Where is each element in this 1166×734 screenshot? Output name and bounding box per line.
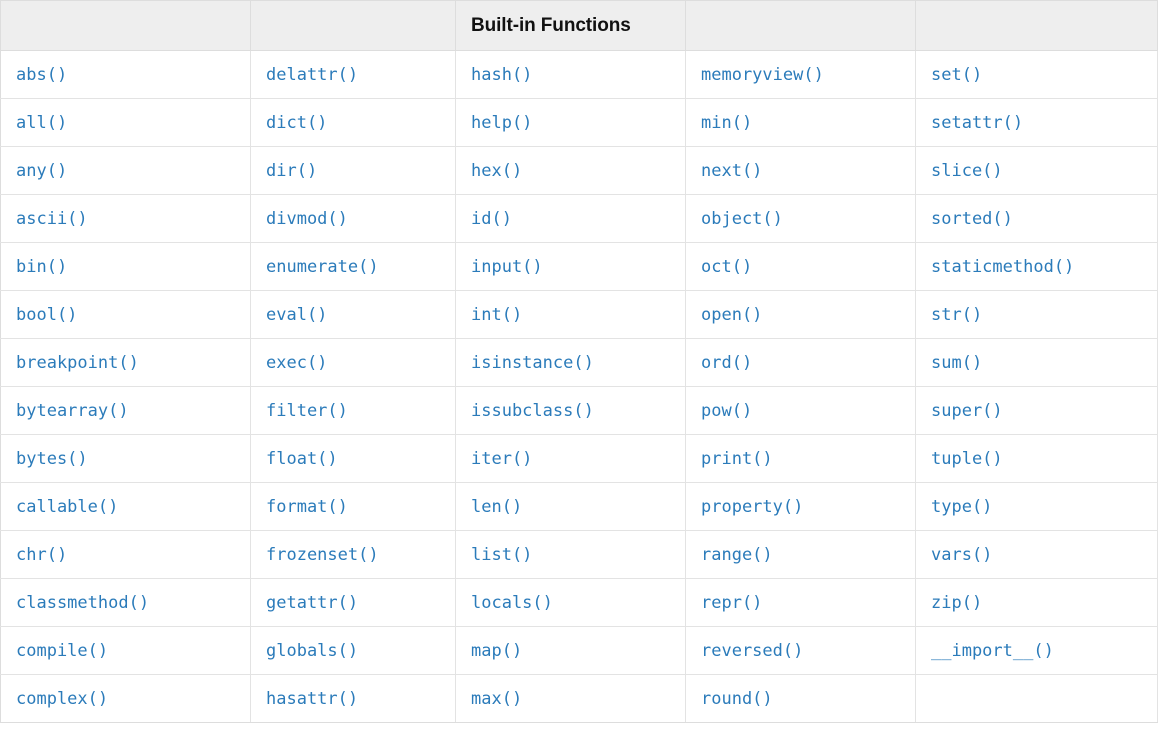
function-name-cell[interactable]: type()	[915, 482, 1158, 531]
function-name-cell[interactable]: iter()	[455, 434, 686, 483]
function-name-cell[interactable]: help()	[455, 98, 686, 147]
function-name-cell[interactable]: breakpoint()	[0, 338, 251, 387]
function-name-cell[interactable]: dict()	[250, 98, 456, 147]
function-name-cell[interactable]: list()	[455, 530, 686, 579]
function-name-cell[interactable]: frozenset()	[250, 530, 456, 579]
header-cell-empty-0	[0, 0, 251, 51]
function-name-cell[interactable]: hex()	[455, 146, 686, 195]
function-name-cell[interactable]: oct()	[685, 242, 916, 291]
function-name-cell[interactable]: print()	[685, 434, 916, 483]
function-name-cell[interactable]: ord()	[685, 338, 916, 387]
table-title: Built-in Functions	[455, 0, 686, 51]
function-name-cell[interactable]: next()	[685, 146, 916, 195]
function-name-cell[interactable]: float()	[250, 434, 456, 483]
header-cell-empty-4	[915, 0, 1158, 51]
table-row: callable()format()len()property()type()	[0, 482, 1158, 531]
table-header: Built-in Functions	[0, 0, 1158, 51]
function-name-cell[interactable]: eval()	[250, 290, 456, 339]
function-name-cell[interactable]: setattr()	[915, 98, 1158, 147]
function-name-cell[interactable]: delattr()	[250, 50, 456, 99]
table-row: classmethod()getattr()locals()repr()zip(…	[0, 578, 1158, 627]
function-name-cell[interactable]: sorted()	[915, 194, 1158, 243]
function-name-cell[interactable]: open()	[685, 290, 916, 339]
function-name-cell[interactable]: complex()	[0, 674, 251, 723]
function-name-cell[interactable]: bin()	[0, 242, 251, 291]
function-name-cell[interactable]: str()	[915, 290, 1158, 339]
function-name-cell[interactable]: pow()	[685, 386, 916, 435]
function-name-cell[interactable]: enumerate()	[250, 242, 456, 291]
function-name-cell[interactable]: all()	[0, 98, 251, 147]
function-name-cell[interactable]: globals()	[250, 626, 456, 675]
function-name-cell[interactable]: any()	[0, 146, 251, 195]
function-name-cell[interactable]: bytearray()	[0, 386, 251, 435]
builtin-functions-table-container: Built-in Functions abs()delattr()hash()m…	[0, 0, 1158, 723]
table-row: bytes()float()iter()print()tuple()	[0, 434, 1158, 483]
function-name-cell[interactable]: bytes()	[0, 434, 251, 483]
function-name-cell[interactable]: compile()	[0, 626, 251, 675]
function-name-cell[interactable]: locals()	[455, 578, 686, 627]
function-name-cell[interactable]: round()	[685, 674, 916, 723]
function-name-cell[interactable]: reversed()	[685, 626, 916, 675]
function-name-cell[interactable]: staticmethod()	[915, 242, 1158, 291]
table-row: chr()frozenset()list()range()vars()	[0, 530, 1158, 579]
function-name-cell[interactable]: memoryview()	[685, 50, 916, 99]
table-row: bytearray()filter()issubclass()pow()supe…	[0, 386, 1158, 435]
function-name-cell[interactable]: hash()	[455, 50, 686, 99]
function-name-cell[interactable]: id()	[455, 194, 686, 243]
function-name-cell[interactable]: bool()	[0, 290, 251, 339]
function-name-cell[interactable]: min()	[685, 98, 916, 147]
function-name-cell[interactable]: vars()	[915, 530, 1158, 579]
function-name-cell[interactable]: int()	[455, 290, 686, 339]
function-name-cell[interactable]: format()	[250, 482, 456, 531]
function-name-cell[interactable]: abs()	[0, 50, 251, 99]
function-name-cell[interactable]: max()	[455, 674, 686, 723]
function-name-cell[interactable]: isinstance()	[455, 338, 686, 387]
function-name-cell[interactable]: super()	[915, 386, 1158, 435]
table-row: breakpoint()exec()isinstance()ord()sum()	[0, 338, 1158, 387]
function-name-cell[interactable]: sum()	[915, 338, 1158, 387]
function-name-cell[interactable]: getattr()	[250, 578, 456, 627]
header-cell-empty-3	[685, 0, 916, 51]
table-body: abs()delattr()hash()memoryview()set()all…	[0, 50, 1158, 723]
table-header-row: Built-in Functions	[0, 0, 1158, 51]
function-name-cell[interactable]: property()	[685, 482, 916, 531]
function-name-cell[interactable]: divmod()	[250, 194, 456, 243]
builtin-functions-table: Built-in Functions abs()delattr()hash()m…	[0, 0, 1158, 723]
function-name-cell[interactable]: dir()	[250, 146, 456, 195]
function-name-cell[interactable]: set()	[915, 50, 1158, 99]
function-name-cell[interactable]: issubclass()	[455, 386, 686, 435]
function-name-cell[interactable]: repr()	[685, 578, 916, 627]
table-row: any()dir()hex()next()slice()	[0, 146, 1158, 195]
table-row: all()dict()help()min()setattr()	[0, 98, 1158, 147]
function-name-cell[interactable]: slice()	[915, 146, 1158, 195]
function-name-cell[interactable]: callable()	[0, 482, 251, 531]
function-name-cell[interactable]: classmethod()	[0, 578, 251, 627]
function-name-cell[interactable]: zip()	[915, 578, 1158, 627]
function-name-cell[interactable]: exec()	[250, 338, 456, 387]
function-name-cell[interactable]: range()	[685, 530, 916, 579]
function-name-cell[interactable]: hasattr()	[250, 674, 456, 723]
function-name-cell[interactable]: __import__()	[915, 626, 1158, 675]
function-name-cell[interactable]: ascii()	[0, 194, 251, 243]
header-cell-empty-1	[250, 0, 456, 51]
function-name-cell[interactable]: chr()	[0, 530, 251, 579]
function-name-cell[interactable]: map()	[455, 626, 686, 675]
function-name-cell[interactable]: tuple()	[915, 434, 1158, 483]
table-row: ascii()divmod()id()object()sorted()	[0, 194, 1158, 243]
function-name-cell[interactable]: filter()	[250, 386, 456, 435]
table-row: bool()eval()int()open()str()	[0, 290, 1158, 339]
table-cell-empty	[915, 674, 1158, 723]
table-row: abs()delattr()hash()memoryview()set()	[0, 50, 1158, 99]
table-row: bin()enumerate()input()oct()staticmethod…	[0, 242, 1158, 291]
function-name-cell[interactable]: object()	[685, 194, 916, 243]
table-row: compile()globals()map()reversed()__impor…	[0, 626, 1158, 675]
table-row: complex()hasattr()max()round()	[0, 674, 1158, 723]
function-name-cell[interactable]: len()	[455, 482, 686, 531]
function-name-cell[interactable]: input()	[455, 242, 686, 291]
